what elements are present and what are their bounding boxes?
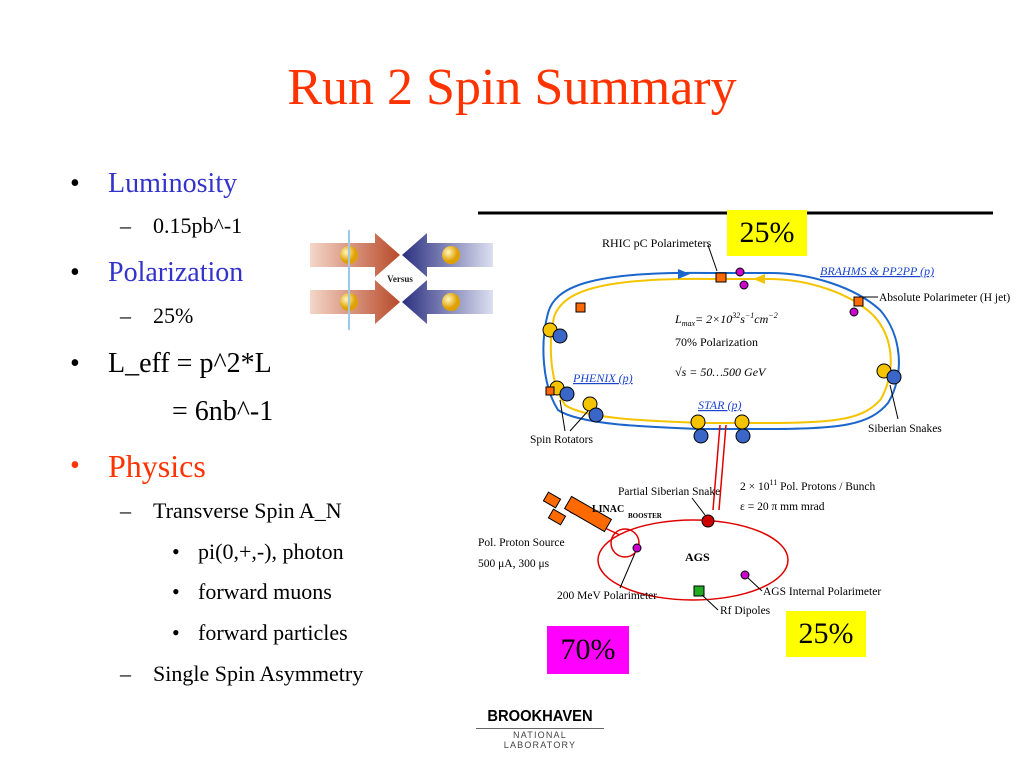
label-booster: BOOSTER	[628, 512, 663, 520]
label-rf-dipoles: Rf Dipoles	[720, 605, 771, 617]
label-emittance: ε = 20 π mm mrad	[740, 501, 825, 513]
subsub-pi-photon: pi(0,+,-), photon	[198, 539, 344, 564]
label-70-polarization: 70% Polarization	[675, 335, 758, 349]
label-linac: LINAC	[592, 504, 624, 515]
logo-subtitle: NATIONAL LABORATORY	[476, 728, 604, 750]
label-pol-protons-per-bunch: 2 × 1011 Pol. Protons / Bunch	[740, 478, 876, 493]
subsub-dot: •	[172, 620, 180, 645]
label-phenix: PHENIX (p)	[572, 371, 633, 385]
label-ags: AGS	[685, 550, 710, 564]
versus-label: Versus	[387, 274, 413, 284]
sub-luminosity-value: 0.15pb^-1	[153, 213, 243, 238]
ags-complex	[542, 491, 789, 601]
subsub-dot: •	[172, 579, 180, 604]
polarimeter-markers	[545, 267, 864, 396]
brookhaven-logo: BROOKHAVEN NATIONAL LABORATORY	[476, 708, 604, 750]
source-polarization-box: 70%	[547, 626, 629, 674]
top-collision-arrows	[310, 230, 493, 280]
subsub-forward-muons: forward muons	[198, 579, 332, 604]
slide-title: Run 2 Spin Summary	[287, 59, 737, 116]
label-brahms-pp2pp: BRAHMS & PP2PP (p)	[820, 264, 934, 278]
subsub-dot: •	[172, 539, 180, 564]
label-sqrt-s: √s = 50…500 GeV	[675, 365, 767, 379]
sub-dash: –	[120, 661, 131, 686]
label-ags-internal-polarimeter: AGS Internal Polarimeter	[763, 586, 881, 598]
top-polarization-box: 25%	[727, 210, 807, 256]
rhic-rings	[542, 269, 900, 511]
logo-name: BROOKHAVEN	[487, 708, 593, 725]
sub-transverse-spin: Transverse Spin A_N	[153, 498, 342, 523]
siberian-snake-markers	[542, 322, 902, 444]
label-star: STAR (p)	[698, 398, 741, 412]
lmax-L: Lmax= 2×1032s−1cm−2	[674, 311, 778, 328]
collision-versus-graphic: Versus	[310, 230, 493, 330]
label-siberian-snakes: Siberian Snakes	[868, 423, 942, 435]
label-absolute-polarimeter: Absolute Polarimeter (H jet)	[879, 292, 1010, 304]
bullet-leff: L_eff = p^2*L	[108, 348, 272, 379]
bullet-dot: •	[70, 450, 80, 481]
bullet-dot: •	[70, 168, 80, 199]
label-pol-proton-source: Pol. Proton Source	[478, 537, 565, 549]
bullet-polarization: Polarization	[108, 257, 244, 288]
bullet-leff-result: = 6nb^-1	[172, 396, 274, 427]
bottom-collision-arrows	[310, 280, 493, 330]
label-partial-siberian-snake: Partial Siberian Snake	[618, 486, 720, 498]
sub-polarization-value: 25%	[153, 303, 194, 328]
rhic-accelerator-diagram: RHIC pC Polarimeters BRAHMS & PP2PP (p) …	[478, 211, 1010, 617]
label-200mev-polarimeter: 200 MeV Polarimeter	[557, 590, 657, 602]
subsub-forward-particles: forward particles	[198, 620, 348, 645]
ags-polarization-box: 25%	[786, 611, 866, 657]
bullet-luminosity: Luminosity	[108, 168, 238, 199]
bullet-dot: •	[70, 257, 80, 288]
sub-dash: –	[120, 213, 131, 238]
sub-single-spin-asymmetry: Single Spin Asymmetry	[153, 661, 364, 686]
sub-dash: –	[120, 303, 131, 328]
bullet-dot: •	[70, 348, 80, 379]
label-spin-rotators: Spin Rotators	[530, 434, 593, 446]
sub-dash: –	[120, 498, 131, 523]
bullet-physics: Physics	[108, 448, 206, 484]
label-rhic-pc-polarimeters: RHIC pC Polarimeters	[602, 236, 712, 250]
label-source-current: 500 μA, 300 μs	[478, 558, 550, 570]
